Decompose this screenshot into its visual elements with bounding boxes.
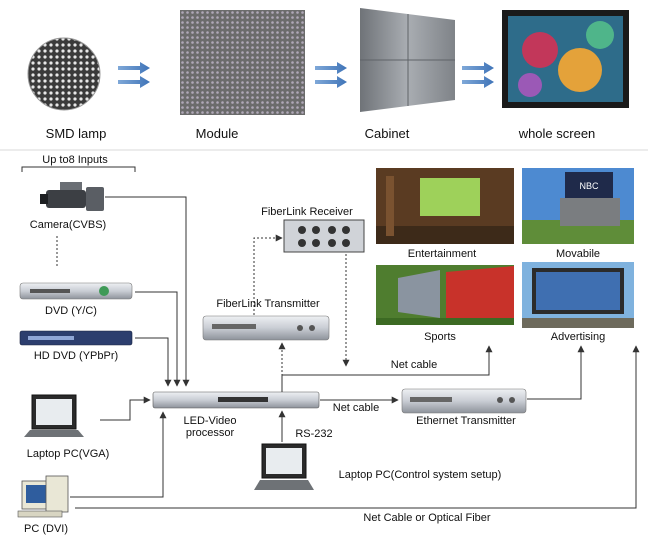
whole-screen-image xyxy=(502,10,629,108)
stage-label-smd: SMD lamp xyxy=(46,126,107,141)
laptop-vga-icon xyxy=(24,394,84,437)
camera-to-processor-line xyxy=(105,196,190,387)
fiberlink-transmitter-icon xyxy=(202,315,330,341)
inputs-header: Up to8 Inputs xyxy=(42,154,108,166)
pc-dvi-icon xyxy=(17,475,69,518)
hddvd-to-processor-line xyxy=(135,337,172,387)
fiberlink-receiver-label: FiberLink Receiver xyxy=(261,206,353,218)
ethernet-to-advertising-line xyxy=(527,345,585,400)
dvd-player-icon xyxy=(19,282,133,300)
control-laptop-label: Laptop PC(Control system setup) xyxy=(339,469,502,481)
pipeline-arrow-1 xyxy=(118,62,150,88)
net-cable-upper-label: Net cable xyxy=(391,359,437,371)
ethernet-transmitter-icon xyxy=(401,388,527,414)
hd-dvd-label: HD DVD (YPbPr) xyxy=(34,350,118,362)
entertainment-label: Entertainment xyxy=(408,248,476,260)
led-video-processor-icon xyxy=(152,391,320,409)
pipeline-arrow-3 xyxy=(462,62,494,88)
sports-image xyxy=(376,265,514,325)
laptop-to-processor-line xyxy=(100,396,151,421)
dvd-label: DVD (Y/C) xyxy=(45,305,97,317)
transmitter-to-receiver-line xyxy=(253,234,283,315)
sports-label: Sports xyxy=(424,331,456,343)
camera-icon xyxy=(40,182,104,211)
stage-label-module: Module xyxy=(196,126,239,141)
bottom-cable-line xyxy=(75,345,640,509)
advertising-image xyxy=(522,262,634,328)
hd-dvd-player-icon xyxy=(19,330,133,346)
entertainment-image xyxy=(376,168,514,244)
net-cable-lower-label: Net cable xyxy=(333,402,379,414)
stage-label-whole-screen: whole screen xyxy=(518,126,596,141)
pipeline-arrow-2 xyxy=(315,62,347,88)
net-cable-upper-line xyxy=(281,345,493,392)
ethernet-transmitter-label: Ethernet Transmitter xyxy=(416,415,516,427)
stage-label-cabinet: Cabinet xyxy=(365,126,410,141)
rs232-label: RS-232 xyxy=(295,428,332,440)
movabile-label: Movabile xyxy=(556,248,600,260)
camera-label: Camera(CVBS) xyxy=(30,219,106,231)
movabile-image: NBC xyxy=(522,168,634,244)
fiberlink-receiver-icon xyxy=(283,219,365,253)
laptop-vga-label: Laptop PC(VGA) xyxy=(27,448,110,460)
bottom-cable-label: Net Cable or Optical Fiber xyxy=(363,512,490,524)
module-image xyxy=(180,10,305,115)
processor-label-line1: LED-Video xyxy=(184,415,237,427)
cabinet-image xyxy=(360,8,455,112)
control-laptop-icon xyxy=(254,443,314,490)
pc-to-processor-line xyxy=(70,411,167,498)
dvd-to-processor-line xyxy=(135,291,181,387)
advertising-label: Advertising xyxy=(551,331,605,343)
nbc-logo: NBC xyxy=(579,181,599,191)
inputs-bracket xyxy=(21,166,136,172)
fiberlink-transmitter-label: FiberLink Transmitter xyxy=(216,298,320,310)
smd-lamp-image xyxy=(27,37,101,111)
processor-label-line2: processor xyxy=(186,427,235,439)
pc-dvi-label: PC (DVI) xyxy=(24,523,68,535)
